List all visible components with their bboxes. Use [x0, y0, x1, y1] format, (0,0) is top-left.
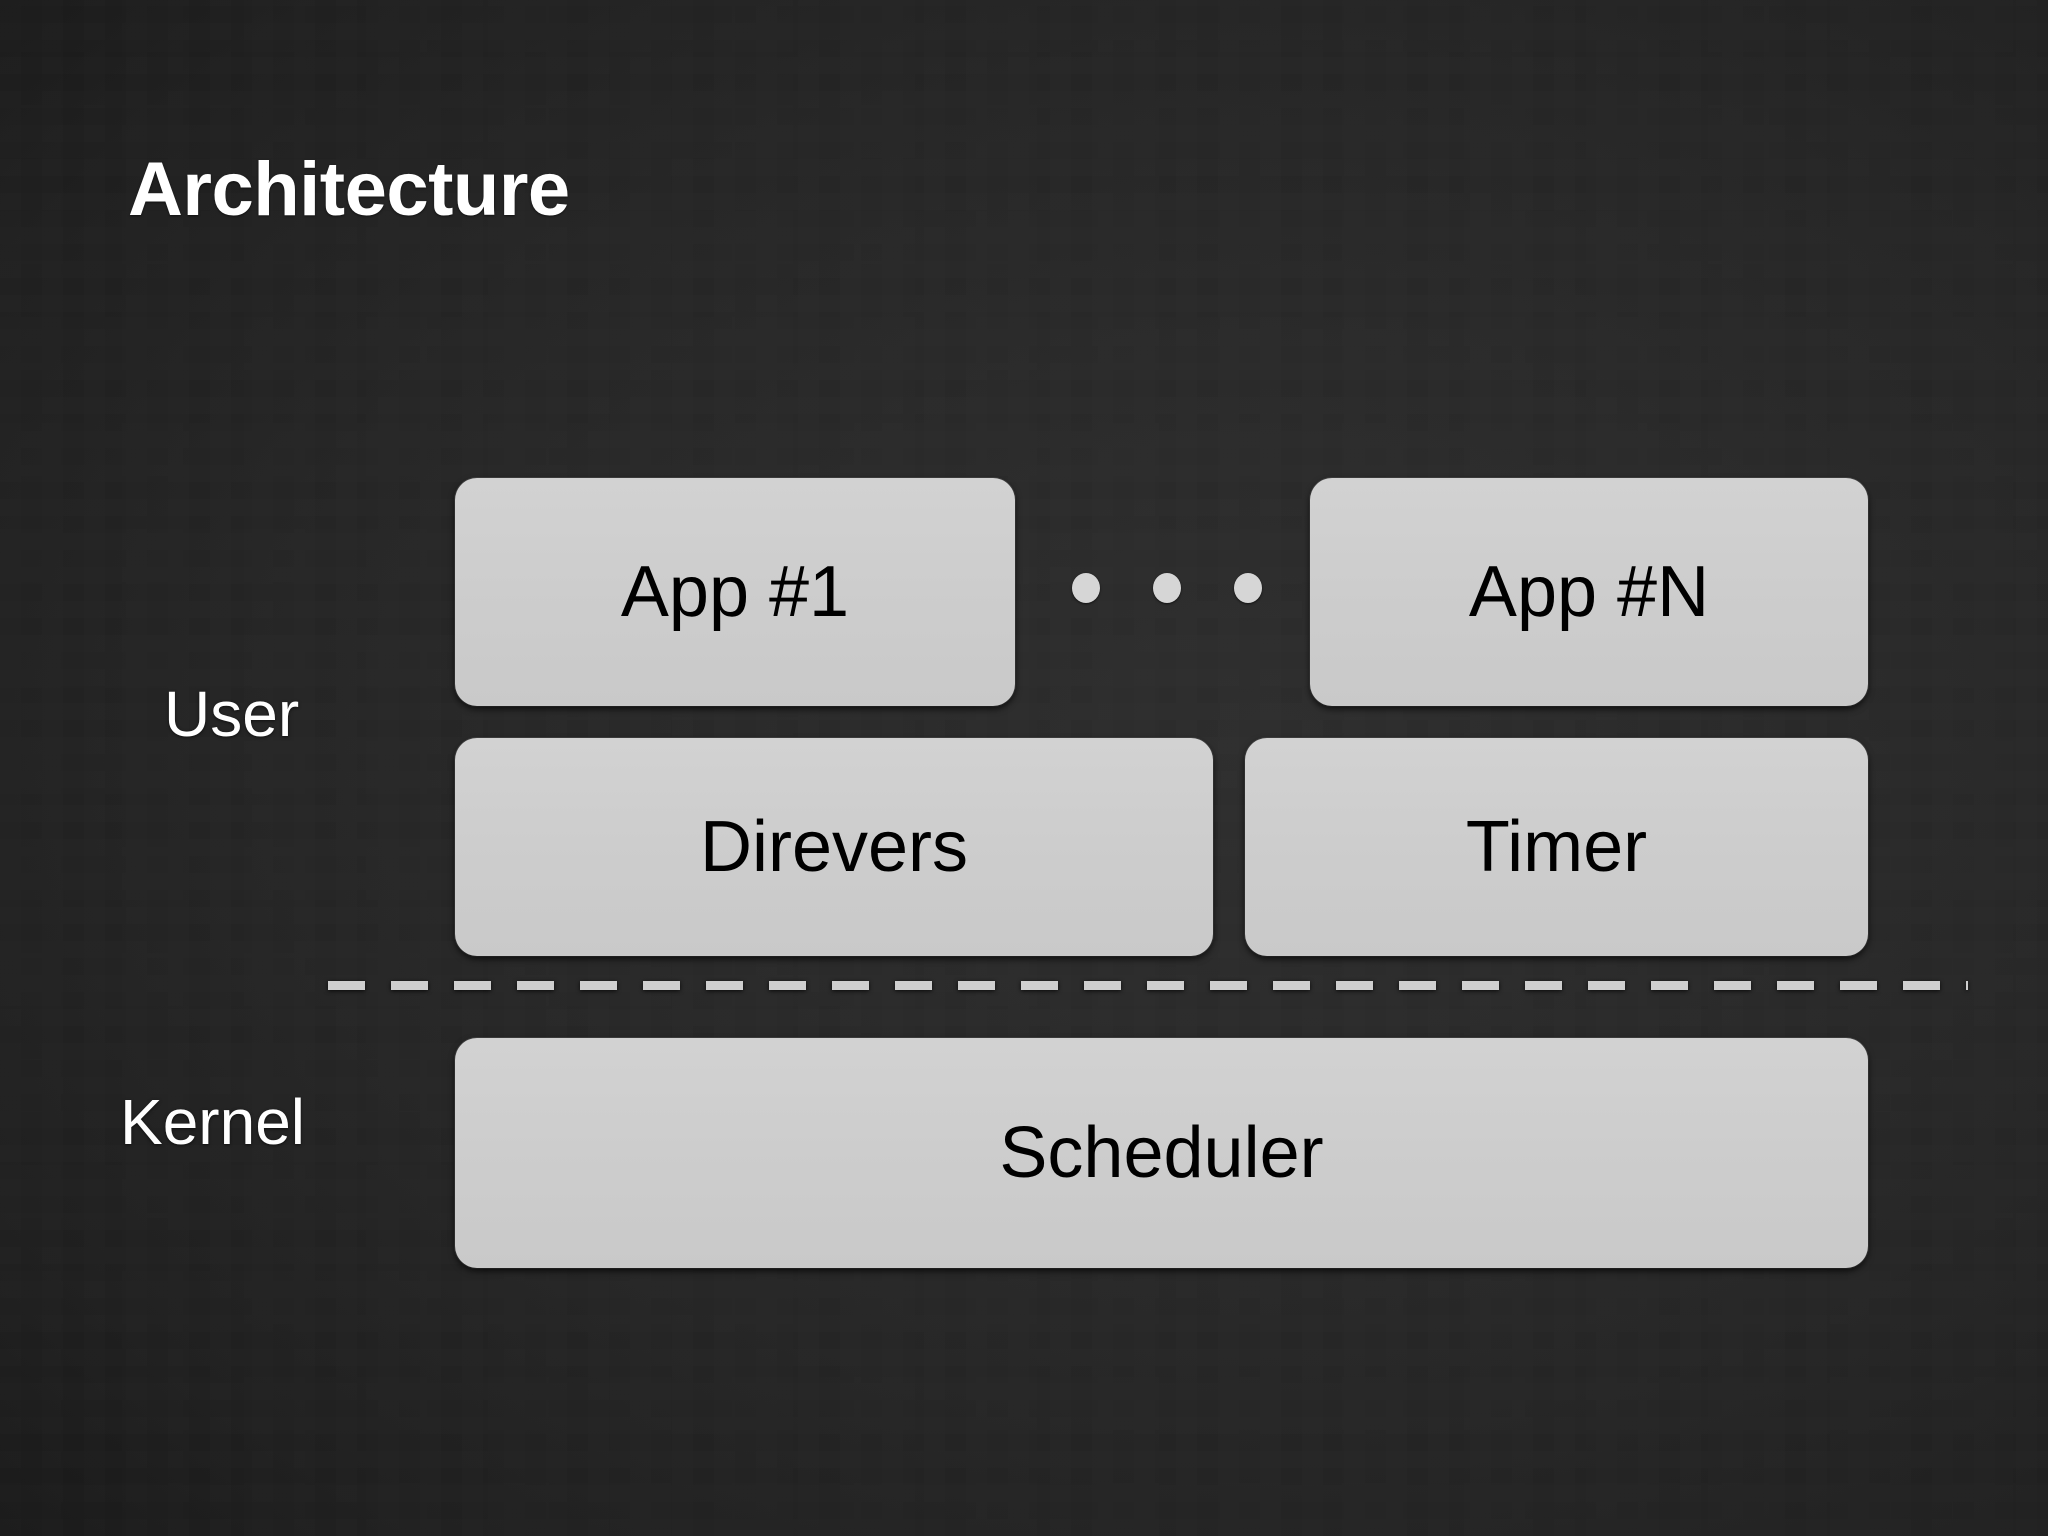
diagram-box-app-1[interactable]: App #1: [455, 478, 1015, 706]
diagram-box-app-n[interactable]: App #N: [1310, 478, 1868, 706]
ellipsis-dot-2: [1153, 573, 1181, 603]
ellipsis-dot-3: [1234, 573, 1262, 603]
diagram-box-scheduler-label: Scheduler: [999, 1113, 1324, 1193]
diagram-box-drivers[interactable]: Direvers: [455, 738, 1213, 956]
layer-label-kernel: Kernel: [120, 1086, 305, 1158]
diagram-box-drivers-label: Direvers: [699, 807, 969, 887]
layer-label-user: User: [164, 678, 300, 750]
ellipsis-dot-1: [1072, 573, 1100, 603]
user-kernel-dashed-divider: [328, 981, 1968, 990]
diagram-box-timer-label: Timer: [1465, 807, 1648, 887]
ellipsis-icon: [1072, 572, 1262, 604]
diagram-box-scheduler[interactable]: Scheduler: [455, 1038, 1868, 1268]
page-title: Architecture: [128, 147, 570, 232]
diagram-box-timer[interactable]: Timer: [1245, 738, 1868, 956]
diagram-box-app-n-label: App #N: [1468, 552, 1710, 632]
diagram-box-app-1-label: App #1: [620, 552, 850, 632]
